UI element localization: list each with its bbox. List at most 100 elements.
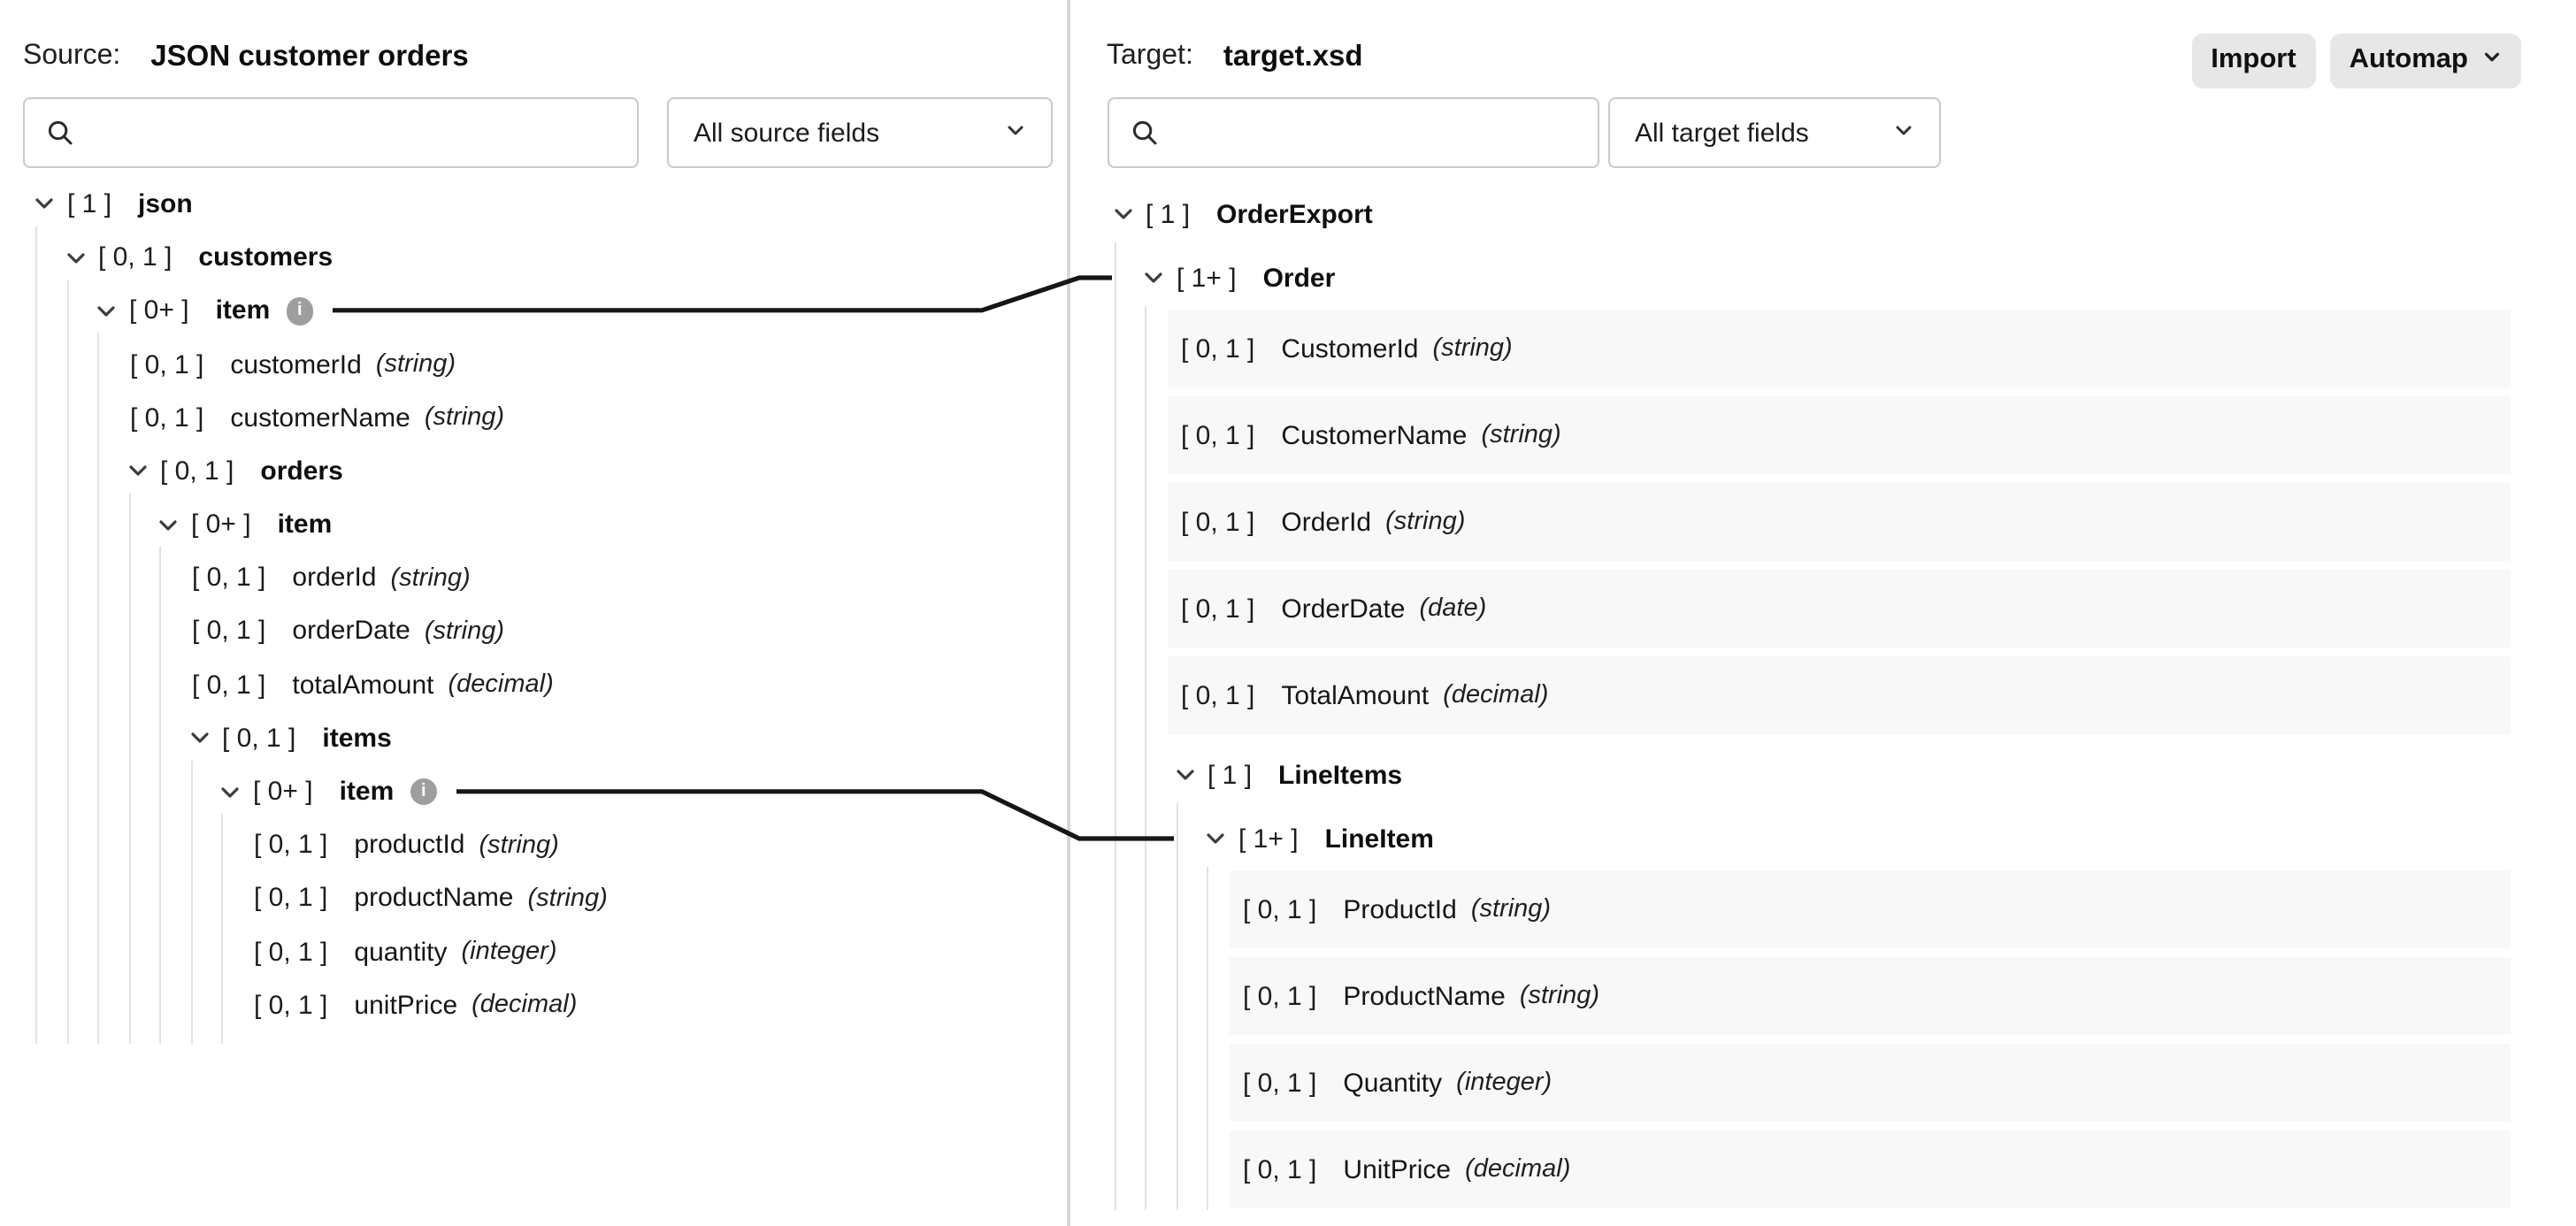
tree-row-Quantity[interactable]: [ 0, 1 ]Quantity(integer) [1229, 1044, 2511, 1122]
cardinality-label: [ 0+ ] [191, 510, 251, 540]
tree-row-item[interactable]: [ 0+ ] item [0, 498, 1068, 551]
field-name: productName [354, 883, 514, 914]
field-name: Quantity [1343, 1068, 1443, 1098]
chevron-down-icon[interactable] [1172, 762, 1208, 787]
field-type: (string) [424, 403, 505, 433]
cardinality-label: [ 0, 1 ] [1243, 1068, 1317, 1098]
cardinality-label: [ 0, 1 ] [160, 456, 234, 487]
tree-row-TotalAmount[interactable]: [ 0, 1 ]TotalAmount(decimal) [1167, 656, 2511, 734]
field-type: (string) [1432, 334, 1513, 363]
field-type: (decimal) [1443, 681, 1549, 709]
target-search[interactable] [1107, 97, 1598, 168]
target-search-input[interactable] [1174, 97, 1597, 168]
tree-row-items[interactable]: [ 0, 1 ]items [0, 712, 1068, 765]
tree-row-CustomerId[interactable]: [ 0, 1 ]CustomerId(string) [1167, 310, 2511, 387]
tree-row-customerId[interactable]: [ 0, 1 ] customerId (string) [0, 338, 1068, 391]
tree-indent-guide [128, 494, 131, 1044]
source-tree: [ 1 ]json[ 0, 1 ]customers [ 0+ ] item i [ 0… [0, 178, 1068, 1044]
cardinality-label: [ 0, 1 ] [254, 937, 328, 968]
chevron-down-icon[interactable] [218, 779, 253, 804]
header-buttons: Import Automap [2191, 34, 2521, 88]
target-field-filter[interactable]: All target fields [1608, 97, 1940, 168]
field-name: Order [1262, 263, 1336, 293]
tree-row-totalAmount[interactable]: [ 0, 1 ]totalAmount(decimal) [0, 658, 1068, 711]
chevron-down-icon[interactable] [1110, 202, 1146, 226]
chevron-down-icon[interactable] [63, 245, 98, 270]
tree-row-OrderDate[interactable]: [ 0, 1 ]OrderDate(date) [1167, 570, 2511, 647]
tree-indent-guide [1145, 306, 1147, 1210]
import-button-label: Import [2211, 44, 2296, 75]
tree-row-ProductId[interactable]: [ 0, 1 ]ProductId(string) [1229, 870, 2511, 948]
tree-indent-guide [190, 761, 193, 1044]
source-search[interactable] [23, 97, 639, 168]
tree-row-LineItem[interactable]: [ 1+ ] LineItem [1068, 807, 2576, 870]
field-name: totalAmount [292, 670, 434, 701]
tree-row-orderId[interactable]: [ 0, 1 ]orderId(string) [0, 551, 1068, 604]
cardinality-label: [ 1+ ] [1238, 824, 1299, 854]
cardinality-label: [ 1+ ] [1177, 263, 1237, 293]
import-button[interactable]: Import [2191, 34, 2316, 88]
cardinality-label: [ 0, 1 ] [254, 883, 328, 914]
cardinality-label: [ 0+ ] [253, 777, 313, 808]
field-name: LineItem [1324, 824, 1434, 854]
tree-indent-guide [221, 814, 224, 1044]
chevron-down-icon[interactable] [32, 192, 67, 217]
tree-row-unitPrice[interactable]: [ 0, 1 ]unitPrice(decimal) [0, 978, 1068, 1031]
source-label: Source: [23, 41, 121, 71]
cardinality-label: [ 0, 1 ] [1243, 894, 1317, 924]
tree-indent-guide [66, 280, 69, 1044]
field-type: (string) [1481, 421, 1561, 449]
target-panel: Target: target.xsd Import Automap All ta… [1068, 0, 2576, 1226]
cardinality-label: [ 0, 1 ] [254, 990, 328, 1021]
tree-row-UnitPrice[interactable]: [ 0, 1 ]UnitPrice(decimal) [1229, 1130, 2511, 1208]
tree-row-Order[interactable]: [ 1+ ] Order [1068, 246, 2576, 310]
source-field-filter[interactable]: All source fields [667, 97, 1052, 168]
tree-row-quantity[interactable]: [ 0, 1 ]quantity(integer) [0, 925, 1068, 978]
field-type: (integer) [461, 938, 557, 967]
cardinality-label: [ 0, 1 ] [98, 242, 172, 273]
tree-row-customerName[interactable]: [ 0, 1 ]customerName(string) [0, 391, 1068, 444]
tree-row-orders[interactable]: [ 0, 1 ] orders [0, 445, 1068, 498]
cardinality-label: [ 0, 1 ] [1181, 420, 1255, 450]
chevron-down-icon[interactable] [187, 726, 222, 751]
chevron-down-icon[interactable] [156, 512, 191, 537]
tree-row-OrderExport[interactable]: [ 1 ]OrderExport [1068, 182, 2576, 246]
source-search-input[interactable] [90, 97, 637, 168]
cardinality-label: [ 0, 1 ] [130, 349, 204, 380]
field-type: (string) [375, 350, 456, 379]
info-icon[interactable]: i [286, 297, 314, 326]
tree-row-LineItems[interactable]: [ 1 ]LineItems [1068, 743, 2576, 807]
tree-row-customers[interactable]: [ 0, 1 ]customers [0, 231, 1068, 284]
field-name: UnitPrice [1343, 1154, 1452, 1184]
cardinality-label: [ 0, 1 ] [130, 402, 204, 433]
field-name: orders [260, 456, 343, 487]
tree-row-OrderId[interactable]: [ 0, 1 ]OrderId(string) [1167, 483, 2511, 561]
info-icon[interactable]: i [410, 778, 438, 806]
field-name: customerId [230, 349, 362, 380]
field-name: item [277, 510, 333, 540]
cardinality-label: [ 0, 1 ] [1243, 981, 1317, 1011]
field-name: OrderId [1281, 507, 1372, 537]
tree-indent-guide [1207, 867, 1209, 1210]
tree-indent-guide [159, 547, 162, 1044]
search-icon [1130, 119, 1158, 147]
tree-row-productId[interactable]: [ 0, 1 ]productId(string) [0, 818, 1068, 871]
cardinality-label: [ 0, 1 ] [192, 616, 266, 647]
tree-row-json[interactable]: [ 1 ]json [0, 178, 1068, 231]
tree-row-CustomerName[interactable]: [ 0, 1 ]CustomerName(string) [1167, 396, 2511, 474]
tree-indent-guide [35, 226, 38, 1044]
chevron-down-icon[interactable] [1141, 265, 1177, 290]
automap-button[interactable]: Automap [2329, 34, 2521, 88]
chevron-down-icon[interactable] [125, 459, 160, 484]
field-type: (string) [390, 563, 471, 593]
tree-row-orderDate[interactable]: [ 0, 1 ]orderDate(string) [0, 605, 1068, 658]
tree-row-ProductName[interactable]: [ 0, 1 ]ProductName(string) [1229, 957, 2511, 1035]
chevron-down-icon[interactable] [94, 299, 129, 324]
chevron-down-icon[interactable] [1203, 826, 1238, 851]
tree-row-productName[interactable]: [ 0, 1 ]productName(string) [0, 872, 1068, 925]
cardinality-label: [ 0+ ] [129, 295, 189, 326]
cardinality-label: [ 0, 1 ] [192, 563, 266, 594]
